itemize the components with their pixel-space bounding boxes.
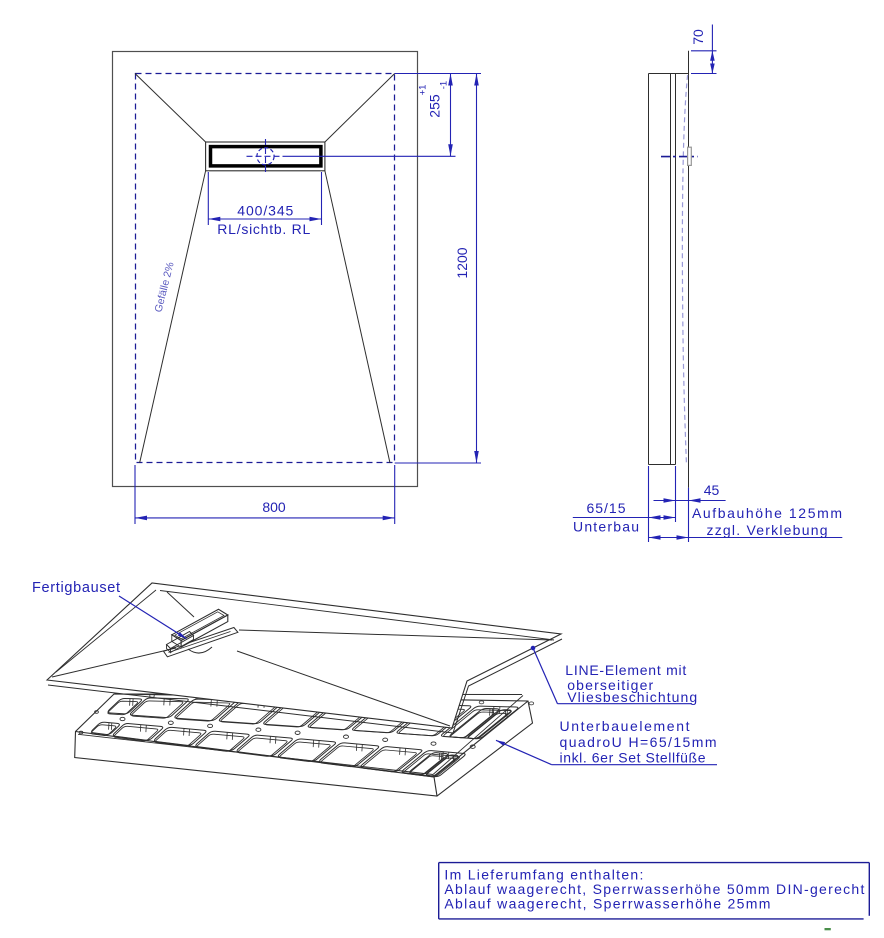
svg-text:LINE-Element mit: LINE-Element mit xyxy=(565,662,686,678)
svg-text:oberseitiger: oberseitiger xyxy=(567,677,653,693)
svg-text:1200: 1200 xyxy=(454,247,470,278)
svg-text:-1: -1 xyxy=(439,81,450,89)
svg-text:Aufbauhöhe 125mm: Aufbauhöhe 125mm xyxy=(692,505,842,521)
svg-text:zzgl. Verklebung: zzgl. Verklebung xyxy=(707,522,828,538)
svg-text:65/15: 65/15 xyxy=(587,500,626,516)
svg-text:Vliesbeschichtung: Vliesbeschichtung xyxy=(567,689,697,705)
svg-text:RL/sichtb. RL: RL/sichtb. RL xyxy=(217,221,310,237)
svg-text:quadroU H=65/15mm: quadroU H=65/15mm xyxy=(560,734,717,750)
svg-text:Unterbauelement: Unterbauelement xyxy=(560,718,690,734)
svg-text:45: 45 xyxy=(704,482,720,498)
svg-text:Im Lieferumfang enthalten:: Im Lieferumfang enthalten: xyxy=(444,866,643,882)
svg-text:Ablauf waagerecht, Sperrwasser: Ablauf waagerecht, Sperrwasserhöhe 25mm xyxy=(444,895,770,911)
svg-text:Fertigbauset: Fertigbauset xyxy=(32,580,120,596)
svg-text:inkl. 6er Set Stellfüße: inkl. 6er Set Stellfüße xyxy=(560,750,706,766)
svg-text:400/345: 400/345 xyxy=(237,203,293,219)
svg-text:Gefälle 2%: Gefälle 2% xyxy=(153,261,177,314)
svg-text:Unterbau: Unterbau xyxy=(573,519,639,535)
svg-text:255: 255 xyxy=(427,94,443,118)
svg-text:+1: +1 xyxy=(418,85,429,96)
svg-text:800: 800 xyxy=(262,499,286,515)
svg-text:70: 70 xyxy=(690,29,706,45)
